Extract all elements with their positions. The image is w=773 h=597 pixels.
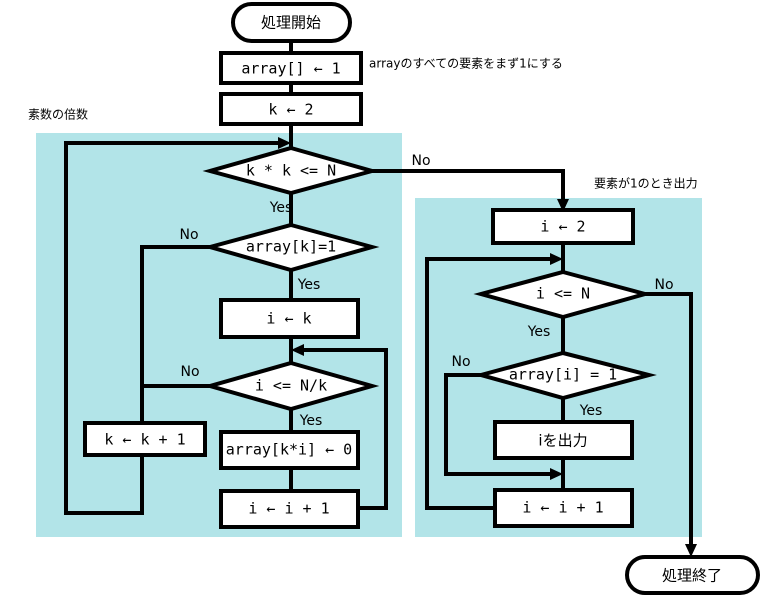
node-set-i-2-label: i ← 2 (540, 218, 585, 236)
edge-label-array-i-yes: Yes (579, 403, 603, 419)
edge-inc-i-right-loop-back (425, 257, 554, 510)
edge-label-kk-no: No (411, 153, 430, 169)
node-inc-i-left[interactable] (219, 489, 360, 529)
edge-cond-i-le-n-no-to-end (645, 292, 693, 548)
node-cond-i-le-n-div-k[interactable] (202, 360, 380, 412)
arrowhead-skip-output (550, 468, 563, 480)
arrowhead-to-set-i-2 (557, 199, 569, 212)
note-output-when-one: 要素が1のとき出力 (594, 176, 698, 191)
note-multiples-of-primes: 素数の倍数 (28, 107, 88, 122)
node-inc-i-left-label: i ← i + 1 (248, 500, 329, 518)
arrowhead-to-end (685, 544, 697, 557)
arrowhead-loop-cond-kk (278, 137, 291, 149)
node-set-i-2[interactable] (491, 208, 635, 245)
node-inc-k[interactable] (83, 421, 207, 457)
edge-label-i-le-n-yes: Yes (527, 324, 551, 340)
node-init-array[interactable] (219, 51, 363, 85)
arrowhead-loop-cond-i-le-n (550, 253, 563, 265)
node-end[interactable] (625, 555, 760, 595)
edge-label-i-le-nk-no: No (180, 364, 199, 380)
node-init-array-label: array[] ← 1 (241, 60, 340, 78)
node-set-i-k-label: i ← k (266, 310, 311, 328)
node-start-label: 処理開始 (261, 14, 321, 32)
node-set-array-ki-zero[interactable] (219, 430, 360, 470)
edge-label-array-i-no: No (451, 354, 470, 370)
node-init-k-label: k ← 2 (268, 101, 313, 119)
edge-array-k-no-to-inc-k (140, 245, 210, 423)
node-cond-array-i-label: array[i] = 1 (509, 366, 617, 384)
node-cond-array-k[interactable] (202, 222, 380, 273)
node-cond-kk-le-n-label: k * k <= N (246, 162, 336, 180)
node-cond-array-i[interactable] (473, 350, 657, 401)
edge-label-array-k-yes: Yes (297, 277, 321, 293)
edge-label-array-k-no: No (179, 227, 198, 243)
node-cond-array-k-label: array[k]=1 (246, 238, 336, 256)
node-set-array-ki-zero-label: array[k*i] ← 0 (226, 441, 352, 459)
node-init-k[interactable] (219, 92, 363, 126)
edge-label-i-le-nk-yes: Yes (299, 413, 323, 429)
node-start[interactable] (231, 2, 352, 43)
node-end-label: 処理終了 (662, 567, 722, 585)
edge-label-i-le-n-no: No (654, 277, 673, 293)
node-inc-k-label: k ← k + 1 (104, 431, 185, 449)
edge-inc-i-left-loop-back (300, 348, 388, 510)
node-set-i-k[interactable] (219, 298, 360, 339)
node-cond-i-le-n-div-k-label: i <= N/k (255, 377, 327, 395)
node-cond-i-le-n-label: i <= N (536, 285, 590, 303)
node-cond-i-le-n[interactable] (473, 269, 653, 320)
node-cond-kk-le-n[interactable] (202, 145, 380, 196)
note-array-init: arrayのすべての要素をまず1にする (369, 57, 563, 71)
edge-inc-k-loop-back (64, 141, 282, 515)
node-inc-i-right[interactable] (493, 488, 634, 528)
node-inc-i-right-label: i ← i + 1 (522, 499, 603, 517)
edge-label-kk-yes: Yes (269, 200, 293, 216)
node-output-i-label: iを出力 (538, 432, 587, 450)
edge-cond-kk-no-to-set-i-2 (372, 169, 565, 203)
edge-array-i-no-to-inc-i-right (444, 373, 554, 476)
node-output-i[interactable] (493, 420, 634, 460)
arrowhead-loop-i-le-nk (291, 344, 304, 356)
